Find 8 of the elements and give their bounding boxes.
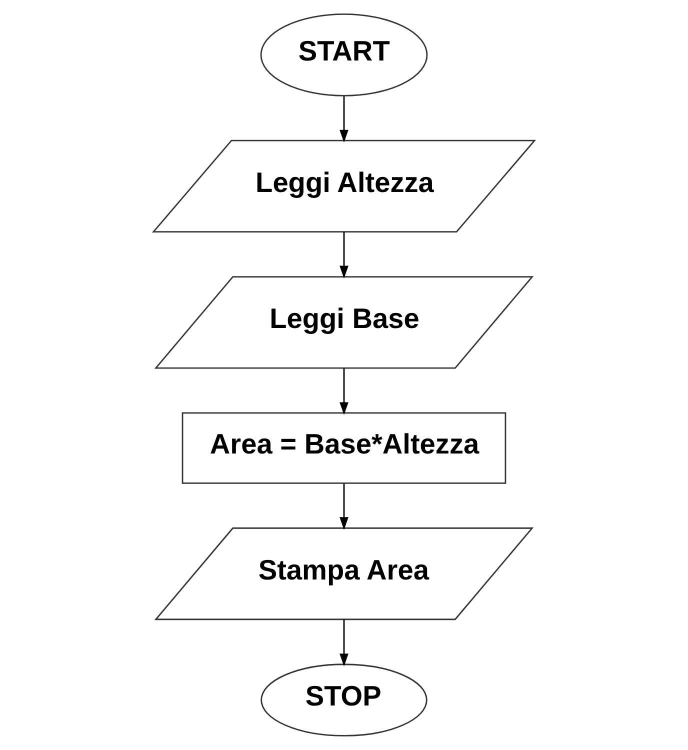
node-box: Area = Base*Altezza: [182, 412, 506, 484]
arrow: [340, 368, 348, 415]
arrow: [340, 96, 348, 143]
arrow: [340, 232, 348, 278]
node-ellipse: STOP: [260, 664, 428, 736]
node-ellipse: START: [260, 14, 428, 96]
arrow: [340, 620, 348, 666]
arrow: [340, 484, 348, 530]
